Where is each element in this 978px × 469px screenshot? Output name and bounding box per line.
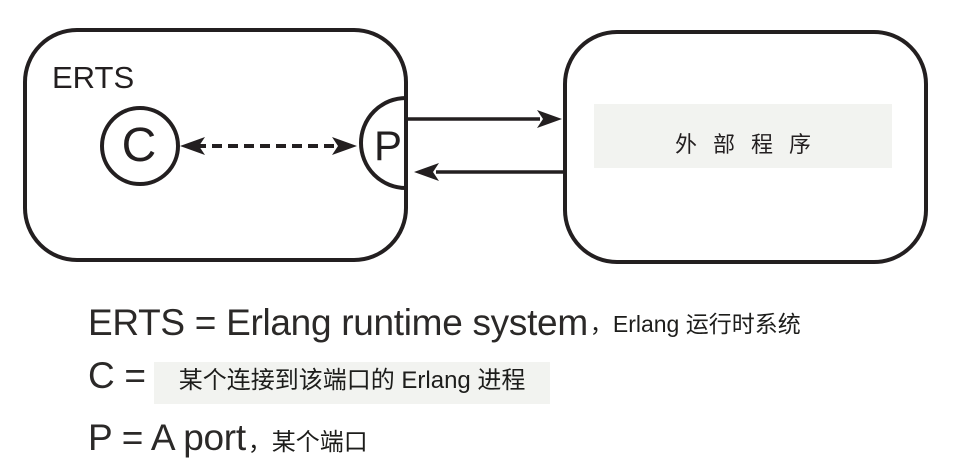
dashed-link-left-arrowhead [180, 137, 205, 155]
external-label-highlight [594, 104, 892, 168]
legend-p-main: P = A port [88, 417, 246, 458]
arrow-out-head [537, 110, 562, 128]
dashed-link-right-arrowhead [332, 137, 357, 155]
legend-c-annotation-highlight: 某个连接到该端口的 Erlang 进程 [153, 362, 551, 404]
arrow-in-head [414, 163, 439, 181]
legend-c-main: C = [88, 355, 146, 396]
legend-line-c: C =某个连接到该端口的 Erlang 进程 [88, 355, 551, 404]
port-node-label: P [374, 122, 402, 169]
process-node-circle [100, 106, 180, 186]
legend-line-p: P = A port，某个端口 [88, 419, 368, 456]
erlang-port-diagram: ERTS 外部程序 C P [23, 28, 928, 264]
legend-erts-main: ERTS = Erlang runtime system [88, 302, 588, 343]
external-program-label: 外部程序 [675, 132, 827, 157]
legend-p-annotation: ，某个端口 [247, 429, 368, 456]
port-node-semicircle [359, 95, 408, 191]
legend-line-erts: ERTS = Erlang runtime system，Erlang 运行时系… [88, 304, 801, 341]
process-node-label: C [122, 119, 157, 172]
erts-box-label: ERTS [52, 60, 134, 95]
legend-erts-annotation: ，Erlang 运行时系统 [589, 311, 801, 337]
